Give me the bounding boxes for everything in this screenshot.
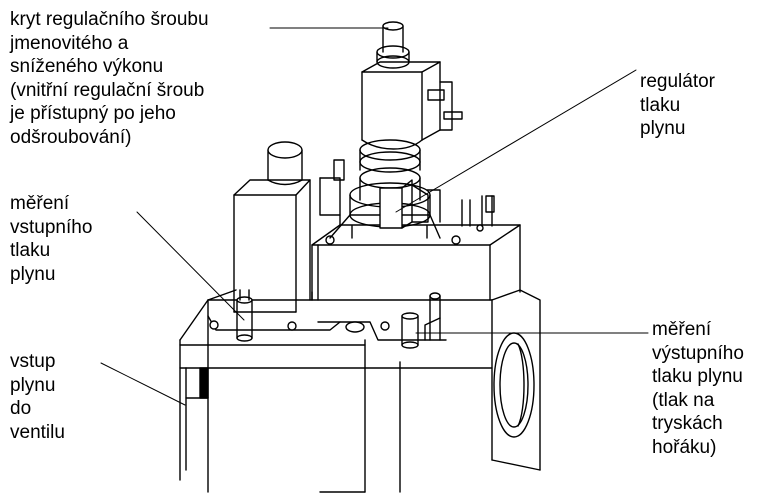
label-inlet-measure: měření vstupního tlaku plynu bbox=[10, 192, 92, 286]
terminals bbox=[426, 189, 495, 227]
label-line: výstupního bbox=[652, 342, 744, 364]
label-line: do bbox=[10, 398, 32, 419]
adjustment-cap bbox=[376, 21, 410, 69]
label-line: regulátor bbox=[640, 71, 715, 92]
label-line: vstup bbox=[10, 351, 56, 372]
label-line: plynu bbox=[10, 374, 56, 396]
label-line: tlaku plynu bbox=[652, 366, 743, 387]
inlet-test-point bbox=[236, 289, 253, 342]
label-inlet: vstup plynu do ventilu bbox=[10, 350, 65, 444]
valve-body bbox=[179, 299, 493, 493]
regulator-assembly bbox=[329, 139, 441, 239]
label-line: (tlak na bbox=[652, 389, 715, 411]
label-line: jmenovitého a bbox=[10, 32, 129, 54]
label-line: ventilu bbox=[10, 421, 65, 443]
label-line: odšroubování) bbox=[10, 126, 132, 148]
label-line: tlaku bbox=[10, 240, 51, 261]
label-line: je přístupný po jeho bbox=[10, 103, 176, 124]
label-cover: kryt regulačního šroubu jmenovitého a sn… bbox=[10, 8, 209, 149]
label-line: tlaku bbox=[640, 94, 681, 116]
coil-block bbox=[233, 141, 311, 313]
label-line: hořáku) bbox=[652, 436, 717, 458]
solenoid-coil bbox=[361, 61, 463, 150]
label-line: (vnitřní regulační šroub bbox=[10, 79, 205, 101]
label-line: sníženého výkonu bbox=[10, 56, 164, 77]
valve-box bbox=[311, 159, 521, 301]
leader-lines bbox=[100, 27, 649, 406]
label-regulator: regulátor tlaku plynu bbox=[640, 70, 715, 141]
label-line: plynu bbox=[10, 263, 56, 285]
label-line: měření bbox=[652, 319, 712, 340]
outlet-test-point bbox=[401, 292, 447, 349]
label-outlet-measure: měření výstupního tlaku plynu (tlak na t… bbox=[652, 318, 744, 459]
label-line: tryskách bbox=[652, 413, 723, 434]
label-line: měření bbox=[10, 193, 70, 214]
top-plate bbox=[207, 289, 441, 341]
label-line: plynu bbox=[640, 118, 686, 139]
inlet-flange bbox=[185, 367, 209, 399]
label-line: kryt regulačního šroubu bbox=[10, 9, 209, 30]
outlet-flange bbox=[491, 289, 541, 471]
label-line: vstupního bbox=[10, 216, 93, 238]
